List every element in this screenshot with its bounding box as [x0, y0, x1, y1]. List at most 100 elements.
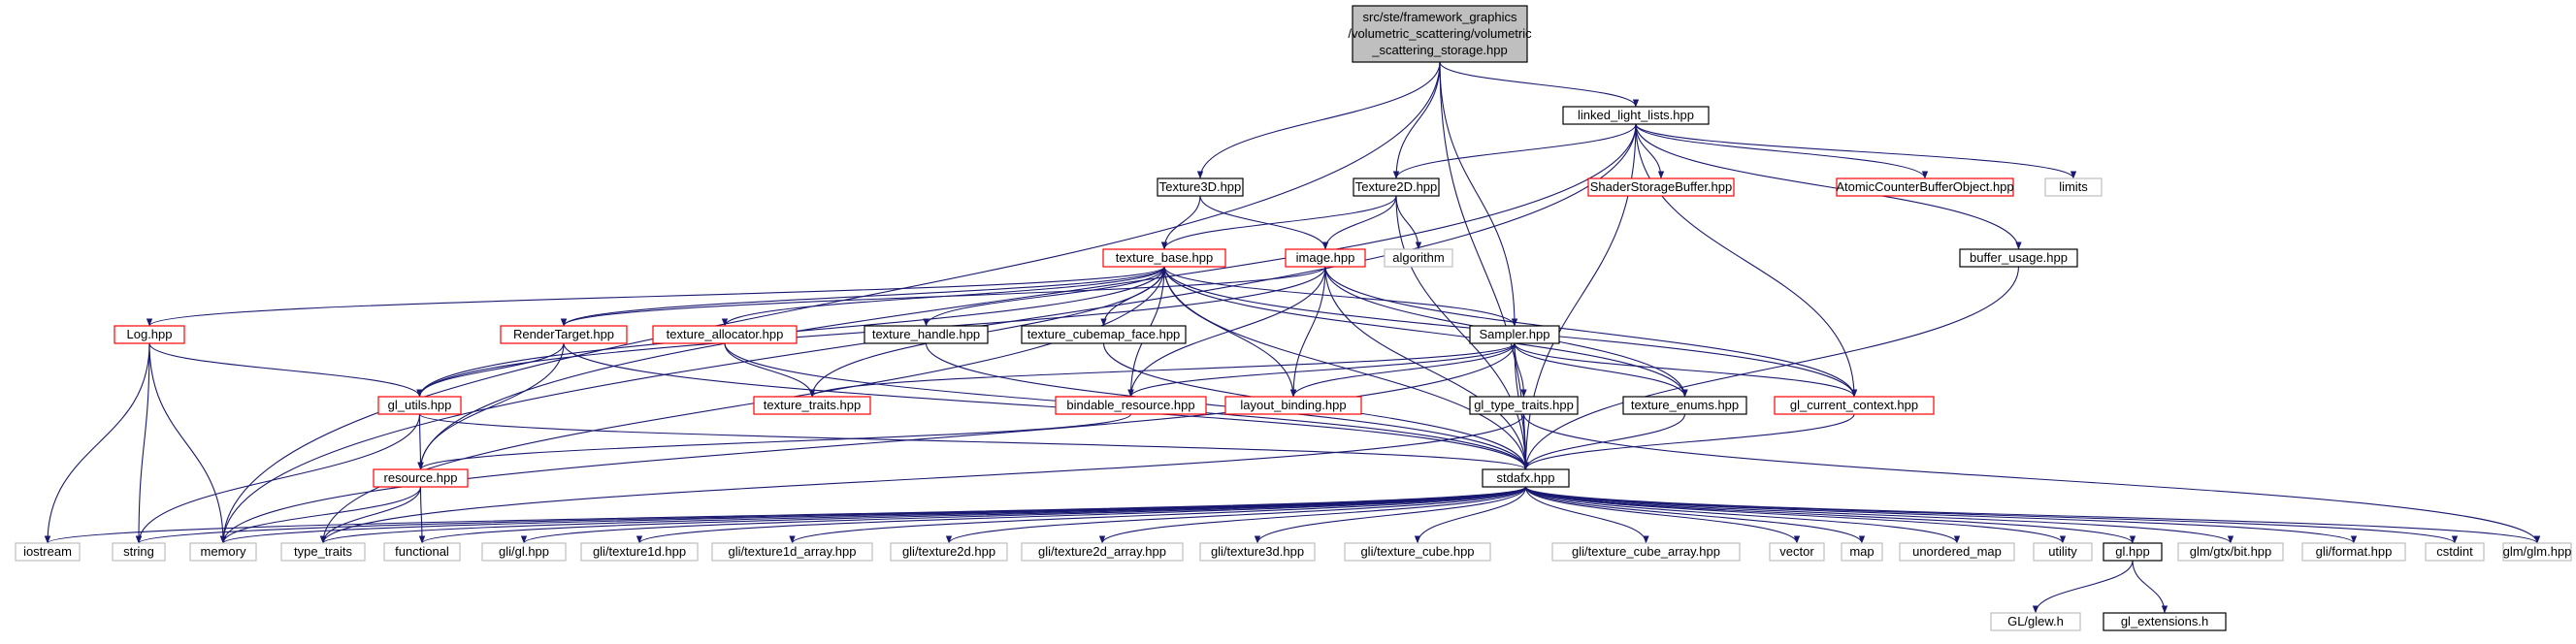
node-box: [2301, 542, 2406, 562]
node-texture-base[interactable]: texture_base.hpp: [1102, 248, 1226, 268]
node-gli-texture-cube-array: gli/texture_cube_array.hpp: [1551, 542, 1741, 562]
node-limits: limits: [2044, 177, 2103, 197]
node-label: gl_type_traits.hpp: [1474, 398, 1574, 412]
node-buffer-usage[interactable]: buffer_usage.hpp: [1959, 248, 2078, 268]
node-texture-cubemap-face[interactable]: texture_cubemap_face.hpp: [1021, 325, 1187, 344]
edge-buffer-usage-to-stdafx: [1522, 266, 2020, 470]
node-box: [2177, 542, 2284, 562]
node-gli-texture1d-array: gli/texture1d_array.hpp: [711, 542, 873, 562]
node-iostream: iostream: [15, 542, 81, 562]
node-box: [1055, 396, 1207, 415]
node-gl-glew: GL/glew.h: [1990, 612, 2081, 631]
edge-stdafx-to-gli-texture2d: [945, 486, 1527, 544]
node-label: texture_enums.hpp: [1631, 398, 1739, 412]
node-box: [2425, 542, 2485, 562]
node-bindable-resource[interactable]: bindable_resource.hpp: [1055, 396, 1207, 415]
edge-sampler-to-gl-type-traits: [1514, 342, 1527, 398]
edge-gl-to-gl-extensions: [2132, 560, 2168, 614]
edge-resource-to-type-traits: [319, 486, 422, 544]
node-label: vector: [1779, 544, 1814, 559]
edge-bindable-resource-to-resource: [417, 413, 1132, 470]
node-label: utility: [2048, 544, 2077, 559]
edge-linked-light-lists-to-texture2d: [1392, 123, 1637, 179]
node-log[interactable]: Log.hpp: [114, 325, 185, 344]
node-label: glm/gtx/bit.hpp: [2190, 544, 2272, 559]
node-box: [15, 542, 81, 562]
node-texture-traits[interactable]: texture_traits.hpp: [753, 396, 871, 415]
node-utility: utility: [2033, 542, 2093, 562]
node-gl-utils[interactable]: gl_utils.hpp: [377, 396, 462, 415]
edge-stdafx-to-gli-format: [1524, 486, 2357, 544]
edge-texture2d-to-image: [1321, 195, 1397, 250]
node-box: [1562, 106, 1710, 125]
dependency-nodes: src/ste/framework_graphics/volumetric_sc…: [15, 5, 2572, 631]
node-label: gli/texture2d.hpp: [902, 544, 995, 559]
node-shader-storage-buffer[interactable]: ShaderStorageBuffer.hpp: [1587, 177, 1735, 197]
node-box: [377, 396, 462, 415]
edge-stdafx-to-gl: [1524, 486, 2136, 544]
node-texture-enums[interactable]: texture_enums.hpp: [1622, 396, 1747, 415]
node-box: [1482, 468, 1570, 488]
node-gl-extensions[interactable]: gl_extensions.h: [2103, 612, 2227, 631]
node-root[interactable]: src/ste/framework_graphics/volumetric_sc…: [1348, 5, 1532, 63]
node-gl[interactable]: gl.hpp: [2103, 542, 2163, 562]
edge-linked-light-lists-to-gl-current-context: [1635, 123, 1858, 398]
node-box: [1469, 396, 1579, 415]
node-box: [1774, 396, 1935, 415]
node-layout-binding[interactable]: layout_binding.hpp: [1224, 396, 1362, 415]
edge-gl-type-traits-to-glm-glm: [1522, 413, 2541, 544]
node-label: buffer_usage.hpp: [1970, 250, 2068, 265]
edge-stdafx-to-gli-texture-cube: [1414, 486, 1527, 544]
edge-gl-current-context-to-stdafx: [1522, 413, 1855, 470]
node-label: glm/glm.hpp: [2503, 544, 2572, 559]
node-texture2d[interactable]: Texture2D.hpp: [1353, 177, 1440, 197]
node-render-target[interactable]: RenderTarget.hpp: [500, 325, 628, 344]
edge-stdafx-to-map: [1524, 486, 1866, 544]
node-cstdint: cstdint: [2425, 542, 2485, 562]
node-texture-handle[interactable]: texture_handle.hpp: [864, 325, 989, 344]
edge-image-to-bindable-resource: [1127, 266, 1326, 398]
node-gli-texture-cube: gli/texture_cube.hpp: [1344, 542, 1491, 562]
node-gli-texture2d-array: gli/texture2d_array.hpp: [1021, 542, 1184, 562]
edge-stdafx-to-glm-glm: [1524, 486, 2540, 544]
edge-log-to-iostream: [44, 342, 150, 544]
node-image[interactable]: image.hpp: [1285, 248, 1366, 268]
node-box: [1021, 325, 1187, 344]
edge-gl-to-gl-glew: [2032, 560, 2134, 614]
edge-root-to-texture3d: [1196, 61, 1441, 179]
node-resource[interactable]: resource.hpp: [373, 468, 469, 488]
node-label: RenderTarget.hpp: [513, 327, 614, 341]
node-label: gli/texture1d_array.hpp: [728, 544, 856, 559]
node-box: [1769, 542, 1825, 562]
node-label: layout_binding.hpp: [1240, 398, 1346, 412]
edge-stdafx-to-functional: [419, 486, 1527, 544]
node-label: texture_cubemap_face.hpp: [1027, 327, 1181, 341]
node-gli-texture1d: gli/texture1d.hpp: [580, 542, 699, 562]
edge-sampler-to-layout-binding: [1289, 342, 1516, 398]
root-label-line: _scattering_storage.hpp: [1371, 43, 1507, 57]
node-label: type_traits: [294, 544, 352, 559]
edge-stdafx-to-gli-texture3d: [1254, 486, 1527, 544]
node-gl-type-traits[interactable]: gl_type_traits.hpp: [1469, 396, 1579, 415]
node-box: [114, 325, 185, 344]
edge-texture-enums-to-stdafx: [1522, 413, 1686, 470]
node-atomic-counter-buffer-object[interactable]: AtomicCounterBufferObject.hpp: [1836, 177, 2014, 197]
edge-sampler-to-memory: [219, 342, 1516, 544]
edge-stdafx-to-gli-texture1d: [636, 486, 1527, 544]
edge-linked-light-lists-to-limits: [1635, 123, 2077, 179]
node-box: [1959, 248, 2078, 268]
node-label: limits: [2059, 179, 2088, 194]
root-label-line: /volumetric_scattering/volumetric: [1348, 26, 1532, 41]
node-linked-light-lists[interactable]: linked_light_lists.hpp: [1562, 106, 1710, 125]
node-texture-allocator[interactable]: texture_allocator.hpp: [652, 325, 798, 344]
node-texture3d[interactable]: Texture3D.hpp: [1157, 177, 1244, 197]
node-label: texture_handle.hpp: [872, 327, 980, 341]
node-label: texture_allocator.hpp: [667, 327, 784, 341]
node-label: functional: [395, 544, 449, 559]
node-sampler[interactable]: Sampler.hpp: [1469, 325, 1560, 344]
node-box: [890, 542, 1008, 562]
edge-stdafx-to-vector: [1524, 486, 1801, 544]
node-stdafx[interactable]: stdafx.hpp: [1482, 468, 1570, 488]
node-glm-glm: glm/glm.hpp: [2502, 542, 2572, 562]
node-gl-current-context[interactable]: gl_current_context.hpp: [1774, 396, 1935, 415]
